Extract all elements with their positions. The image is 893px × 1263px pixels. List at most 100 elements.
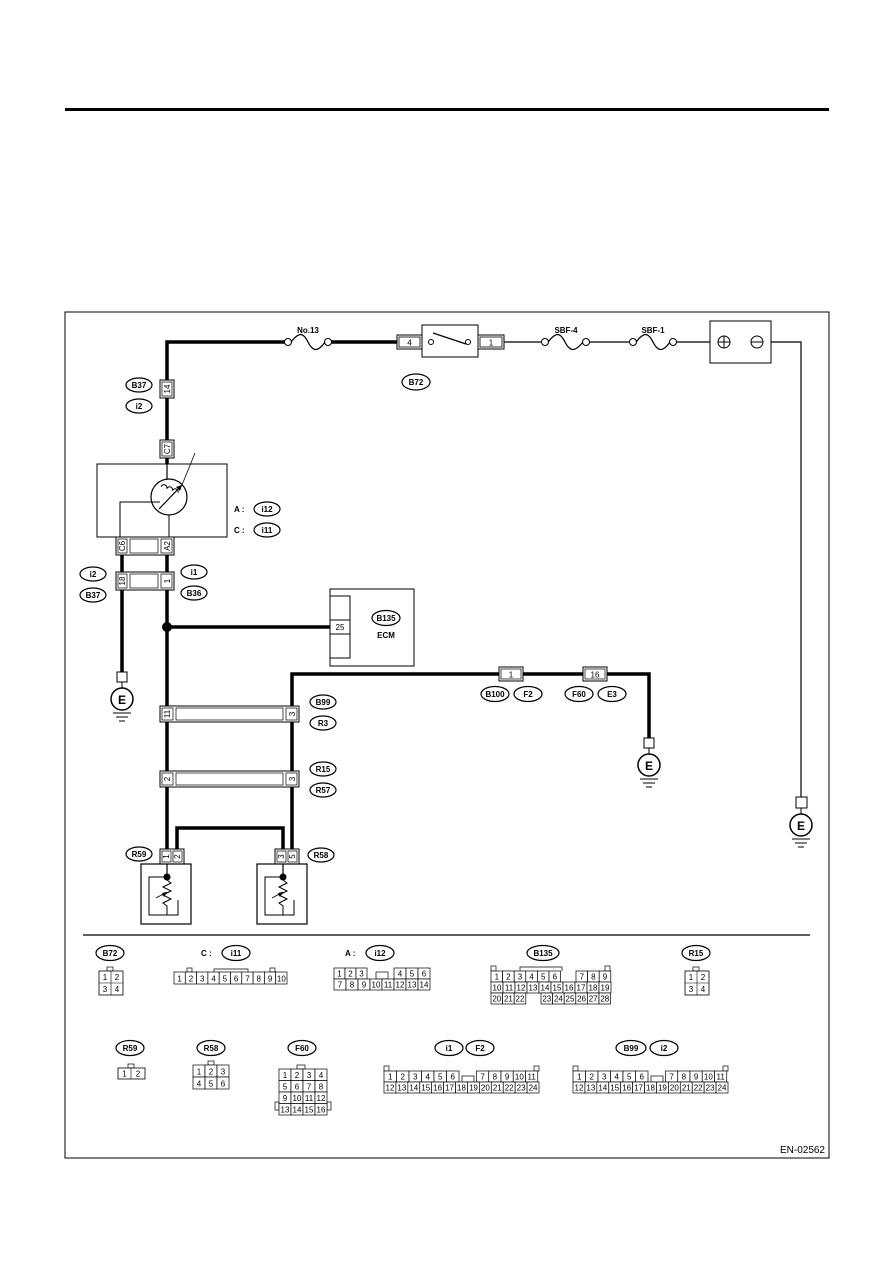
legend-pin: 17 [445,1084,454,1093]
code-i2-top: i2 [136,402,143,411]
legend-pin: 20 [492,995,501,1004]
legend-pin: 13 [529,984,538,993]
junction-dot [162,622,172,632]
pin-1-r59: 1 [162,854,171,859]
fuse-no13: No.13 [284,326,332,351]
code-r15: R15 [316,765,331,774]
legend-pin: 15 [553,984,562,993]
legend-pin: 2 [136,1070,141,1079]
code-b100: B100 [485,690,505,699]
pin-1-b100: 1 [509,671,514,680]
code-e3: E3 [607,690,617,699]
fuse-sbf4: SBF-4 [541,326,590,351]
unit-c-code: i11 [262,526,273,535]
legend-pin: 19 [469,1084,478,1093]
unit-c-prefix: C : [234,526,245,535]
legend-pin: 5 [209,1080,214,1089]
connector-b99-r3: 11 3 B99 R3 [159,694,337,731]
legend-pin: 6 [221,1080,226,1089]
legend-pin: 16 [433,1084,442,1093]
connector-18-1: 18 1 i2 B37 i1 B36 [79,564,208,603]
code-r3: R3 [318,719,329,728]
legend-pin: 19 [658,1084,667,1093]
legend-pin: 25 [566,995,575,1004]
legend-pin: 12 [386,1084,395,1093]
legend-pin: 7 [580,973,585,982]
legend-pin: 8 [319,1083,324,1092]
code-i2-left: i2 [90,570,97,579]
legend-pin: 10 [293,1094,302,1103]
legend-pin: 6 [640,1073,645,1082]
legend-pin: 4 [701,985,706,994]
legend-i12-code: i12 [374,949,386,958]
legend-pin: 5 [410,970,415,979]
header-rule [65,108,829,111]
legend-b99-code: B99 [624,1044,639,1053]
legend-pin: 4 [115,985,120,994]
legend-pin: 10 [493,984,502,993]
legend-pin: 8 [591,973,596,982]
legend-pin: 3 [221,1068,226,1077]
legend-pin: 6 [553,973,558,982]
legend-pin: 2 [701,973,706,982]
legend-pin: 13 [281,1106,290,1115]
legend-pin: 8 [350,981,355,990]
pin-2-r59: 2 [173,854,182,859]
legend-pin: 3 [689,985,694,994]
pin-18: 18 [118,576,127,585]
legend-pin: 9 [362,981,367,990]
legend-pin: 5 [223,975,228,984]
code-b37-top: B37 [132,381,147,390]
legend-b72-code: B72 [103,949,118,958]
legend-pin: 15 [421,1084,430,1093]
ecm-code: B135 [376,614,396,623]
legend-pin: 24 [529,1084,538,1093]
ecm-pin-25: 25 [336,623,345,632]
legend-pin: 2 [295,1071,300,1080]
ground-right: E [789,796,813,848]
legend-pin: 8 [493,1073,498,1082]
fuse-sbf1-label: SBF-1 [641,326,665,335]
legend-pin: 7 [669,1073,674,1082]
legend-pin: 10 [515,1073,524,1082]
legend-i12-prefix: A : [345,949,355,958]
legend-pin: 3 [307,1071,312,1080]
legend-pin: 5 [283,1083,288,1092]
pin-2-r15: 2 [163,776,172,781]
legend-pin: 1 [337,970,342,979]
legend-pin: 8 [682,1073,687,1082]
legend-pin: 4 [426,1073,431,1082]
pin-a2: A2 [163,541,172,551]
legend-pin: 1 [689,973,694,982]
drawing-code: EN-02562 [780,1145,825,1156]
legend-pin: 22 [516,995,525,1004]
legend-pin: 7 [338,981,343,990]
legend-pin: 9 [694,1073,699,1082]
legend-pin: 2 [115,973,120,982]
legend-pin: 2 [401,1073,406,1082]
legend-pin: 18 [457,1084,466,1093]
pin-3-r15: 3 [288,776,297,781]
legend-pin: 14 [409,1084,418,1093]
relay-code: B72 [409,378,424,387]
pin-5-r58: 5 [288,854,297,859]
legend-pin: 23 [542,995,551,1004]
pin-3-r58: 3 [277,854,286,859]
relay-pin-4: 4 [407,339,412,348]
legend-pin: 2 [348,970,353,979]
ground-label: E [118,693,126,707]
legend-pin: 21 [504,995,513,1004]
legend-pin: 18 [589,984,598,993]
legend-pin: 7 [307,1083,312,1092]
legend-pin: 1 [122,1070,127,1079]
pin-c6: C6 [118,540,127,551]
legend-pin: 16 [565,984,574,993]
legend-pin: 10 [372,981,381,990]
legend-pin: 7 [480,1073,485,1082]
sensor-r58: 3 5 R58 [256,847,335,925]
fuse-sbf1: SBF-1 [629,326,677,351]
legend-pin: 10 [704,1073,713,1082]
legend-pin: 3 [200,975,205,984]
